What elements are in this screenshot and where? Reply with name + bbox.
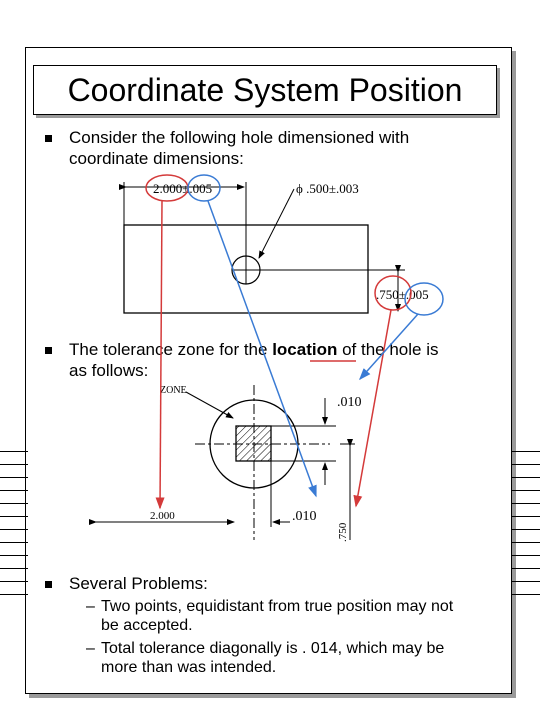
subitem-1-line-1: Two points, equidistant from true positi… [101,598,454,615]
slide-title: Coordinate System Position [33,65,497,115]
bullet-2-line-2: as follows: [69,361,149,380]
dim-x-label-2: 2.000 [150,510,175,522]
part-drawing: 2.000±.005 ϕ .500±.003 .750±.005 [119,181,429,314]
blue-arrow-y [359,313,419,381]
right-side-lines [512,451,540,607]
bullet-2-prefix: The tolerance zone for the [69,340,273,359]
dim-x-label: 2.000±.005 [153,181,212,196]
bullet-2-line-1: The tolerance zone for the location of t… [69,340,438,360]
bullet-1-line-2: coordinate dimensions: [69,149,244,168]
red-circle-annotation [374,275,412,311]
zone-leader [185,391,234,419]
hole-leader [258,188,295,259]
bullet-2-suffix: of the hole is [337,340,439,359]
red-arrow-y [353,309,392,508]
zone-label: ZONE [160,385,187,396]
blue-circle-annotation [187,174,221,202]
subitem-2-line-1: Total tolerance diagonally is . 014, whi… [101,640,445,657]
subitem-2-dash: – [86,640,95,657]
subitem-2-line-2: more than was intended. [101,659,277,676]
bullet-marker [45,581,52,588]
zone-width-label: .010 [292,509,317,524]
blue-circle-annotation [404,282,444,316]
subitem-1-dash: – [86,598,95,615]
subitem-1-line-2: be accepted. [101,617,193,634]
zone-height-label: .010 [337,395,362,410]
dim-y-label-2: .750 [337,522,349,542]
bullet-3-text: Several Problems: [69,574,208,593]
red-arrow-x [155,200,165,510]
location-emphasis: location [272,340,338,359]
left-side-lines [0,451,28,607]
slide-frame [25,47,512,694]
blue-arrow-x [207,200,317,498]
tolerance-zone-drawing: ZONE .010 .010 2.000 .750 [89,385,362,542]
bullet-marker [45,135,52,142]
bullet-1-line-1: Consider the following hole dimensioned … [69,128,410,147]
dim-hole-label: ϕ .500±.003 [296,181,359,196]
dim-y-label: .750±.005 [376,287,429,302]
bullet-marker [45,347,52,354]
